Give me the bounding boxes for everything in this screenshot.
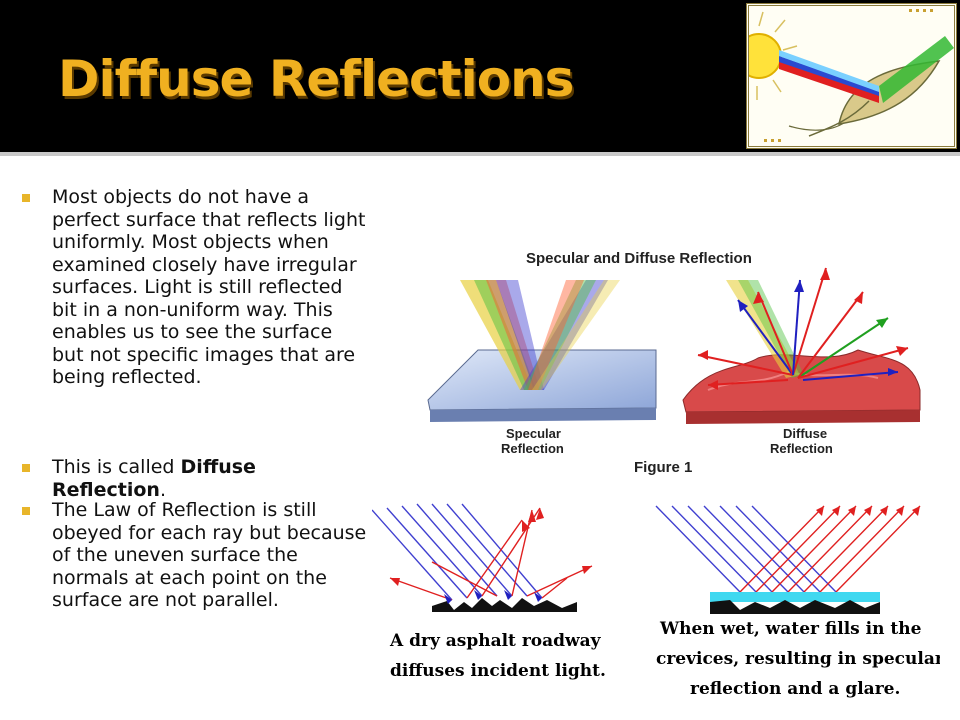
dry-asphalt-figure: A dry asphalt roadway diffuses incident …: [371, 500, 608, 700]
wet-caption-2: crevices, resulting in specular: [656, 649, 940, 669]
wet-caption-1: When wet, water fills in the: [659, 619, 922, 639]
diffuse-label: Diffuse: [783, 426, 827, 441]
dry-caption-2: diffuses incident light.: [390, 661, 606, 681]
bullet-item: The Law of Reflection is still obeyed fo…: [18, 499, 368, 612]
bullet-bold-text: Diffuse Reflection: [52, 456, 256, 501]
bullet-text: Most objects do not have a perfect surfa…: [52, 186, 366, 388]
figure-caption: Figure 1: [634, 459, 692, 476]
bullet-item: This is called Diffuse Reflection.: [18, 456, 368, 501]
specular-diffuse-figure: Specular and Diffuse Reflection Specular…: [408, 240, 930, 480]
bullet-marker-icon: [22, 507, 30, 515]
bullet-text: .: [159, 478, 166, 501]
page-title: Diffuse Reflections: [58, 50, 574, 108]
wet-roadway-figure: When wet, water fills in the crevices, r…: [640, 500, 945, 710]
sunlight-leaf-image: [736, 3, 957, 149]
dry-caption-1: A dry asphalt roadway: [389, 631, 602, 651]
figure-heading: Specular and Diffuse Reflection: [526, 250, 752, 267]
wet-caption-3: reflection and a glare.: [690, 679, 900, 699]
bullet-text: This is called: [52, 456, 181, 478]
sun-leaf-icon: [736, 9, 954, 142]
bullet-item: Most objects do not have a perfect surfa…: [18, 186, 368, 389]
bullet-marker-icon: [22, 464, 30, 472]
bullet-text: The Law of Reflection is still obeyed fo…: [52, 499, 367, 611]
specular-label-2: Reflection: [501, 441, 564, 456]
specular-label: Specular: [506, 426, 561, 441]
title-divider: [0, 152, 960, 156]
diffuse-label-2: Reflection: [770, 441, 833, 456]
bullet-marker-icon: [22, 194, 30, 202]
